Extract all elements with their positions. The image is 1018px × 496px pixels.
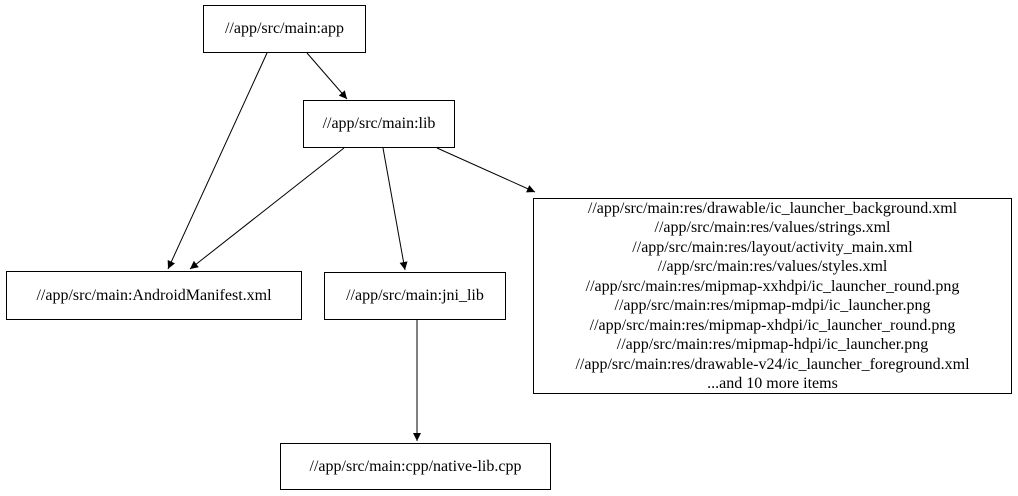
node-native-cpp: //app/src/main:cpp/native-lib.cpp bbox=[280, 443, 551, 490]
res-file-label: //app/src/main:res/layout/activity_main.… bbox=[632, 238, 913, 256]
res-file-label: //app/src/main:res/mipmap-xxhdpi/ic_laun… bbox=[585, 277, 960, 295]
edge-lib-to-res-files bbox=[436, 147, 536, 193]
res-file-label: //app/src/main:res/mipmap-mdpi/ic_launch… bbox=[614, 297, 931, 314]
node-app: //app/src/main:app bbox=[203, 5, 366, 53]
res-file-label: //app/src/main:res/mipmap-xhdpi/ic_launc… bbox=[589, 316, 956, 334]
node-native-cpp-label: //app/src/main:cpp/native-lib.cpp bbox=[309, 457, 522, 475]
node-jni-lib-label: //app/src/main:jni_lib bbox=[346, 287, 484, 304]
res-file-label: //app/src/main:res/mipmap-hdpi/ic_launch… bbox=[616, 336, 929, 353]
edge-app-to-android-manifest bbox=[167, 52, 268, 270]
node-lib-label: //app/src/main:lib bbox=[322, 115, 436, 132]
node-res-files: //app/src/main:res/drawable/ic_launcher_… bbox=[533, 198, 1012, 394]
edge-lib-to-jni-lib bbox=[382, 147, 408, 271]
res-file-label: //app/src/main:res/values/styles.xml bbox=[657, 258, 888, 275]
edge-app-to-lib bbox=[306, 52, 348, 100]
res-more-items-label: ...and 10 more items bbox=[707, 375, 838, 392]
node-android-manifest-label: //app/src/main:AndroidManifest.xml bbox=[36, 286, 272, 304]
res-file-label: //app/src/main:res/drawable/ic_launcher_… bbox=[587, 199, 958, 217]
node-jni-lib: //app/src/main:jni_lib bbox=[324, 272, 506, 320]
res-file-label: //app/src/main:res/drawable-v24/ic_launc… bbox=[575, 355, 970, 373]
res-file-label: //app/src/main:res/values/strings.xml bbox=[654, 219, 891, 236]
edge-lib-to-android-manifest bbox=[189, 147, 345, 270]
node-android-manifest: //app/src/main:AndroidManifest.xml bbox=[6, 271, 302, 320]
node-lib: //app/src/main:lib bbox=[303, 100, 455, 148]
node-app-label: //app/src/main:app bbox=[224, 20, 345, 37]
